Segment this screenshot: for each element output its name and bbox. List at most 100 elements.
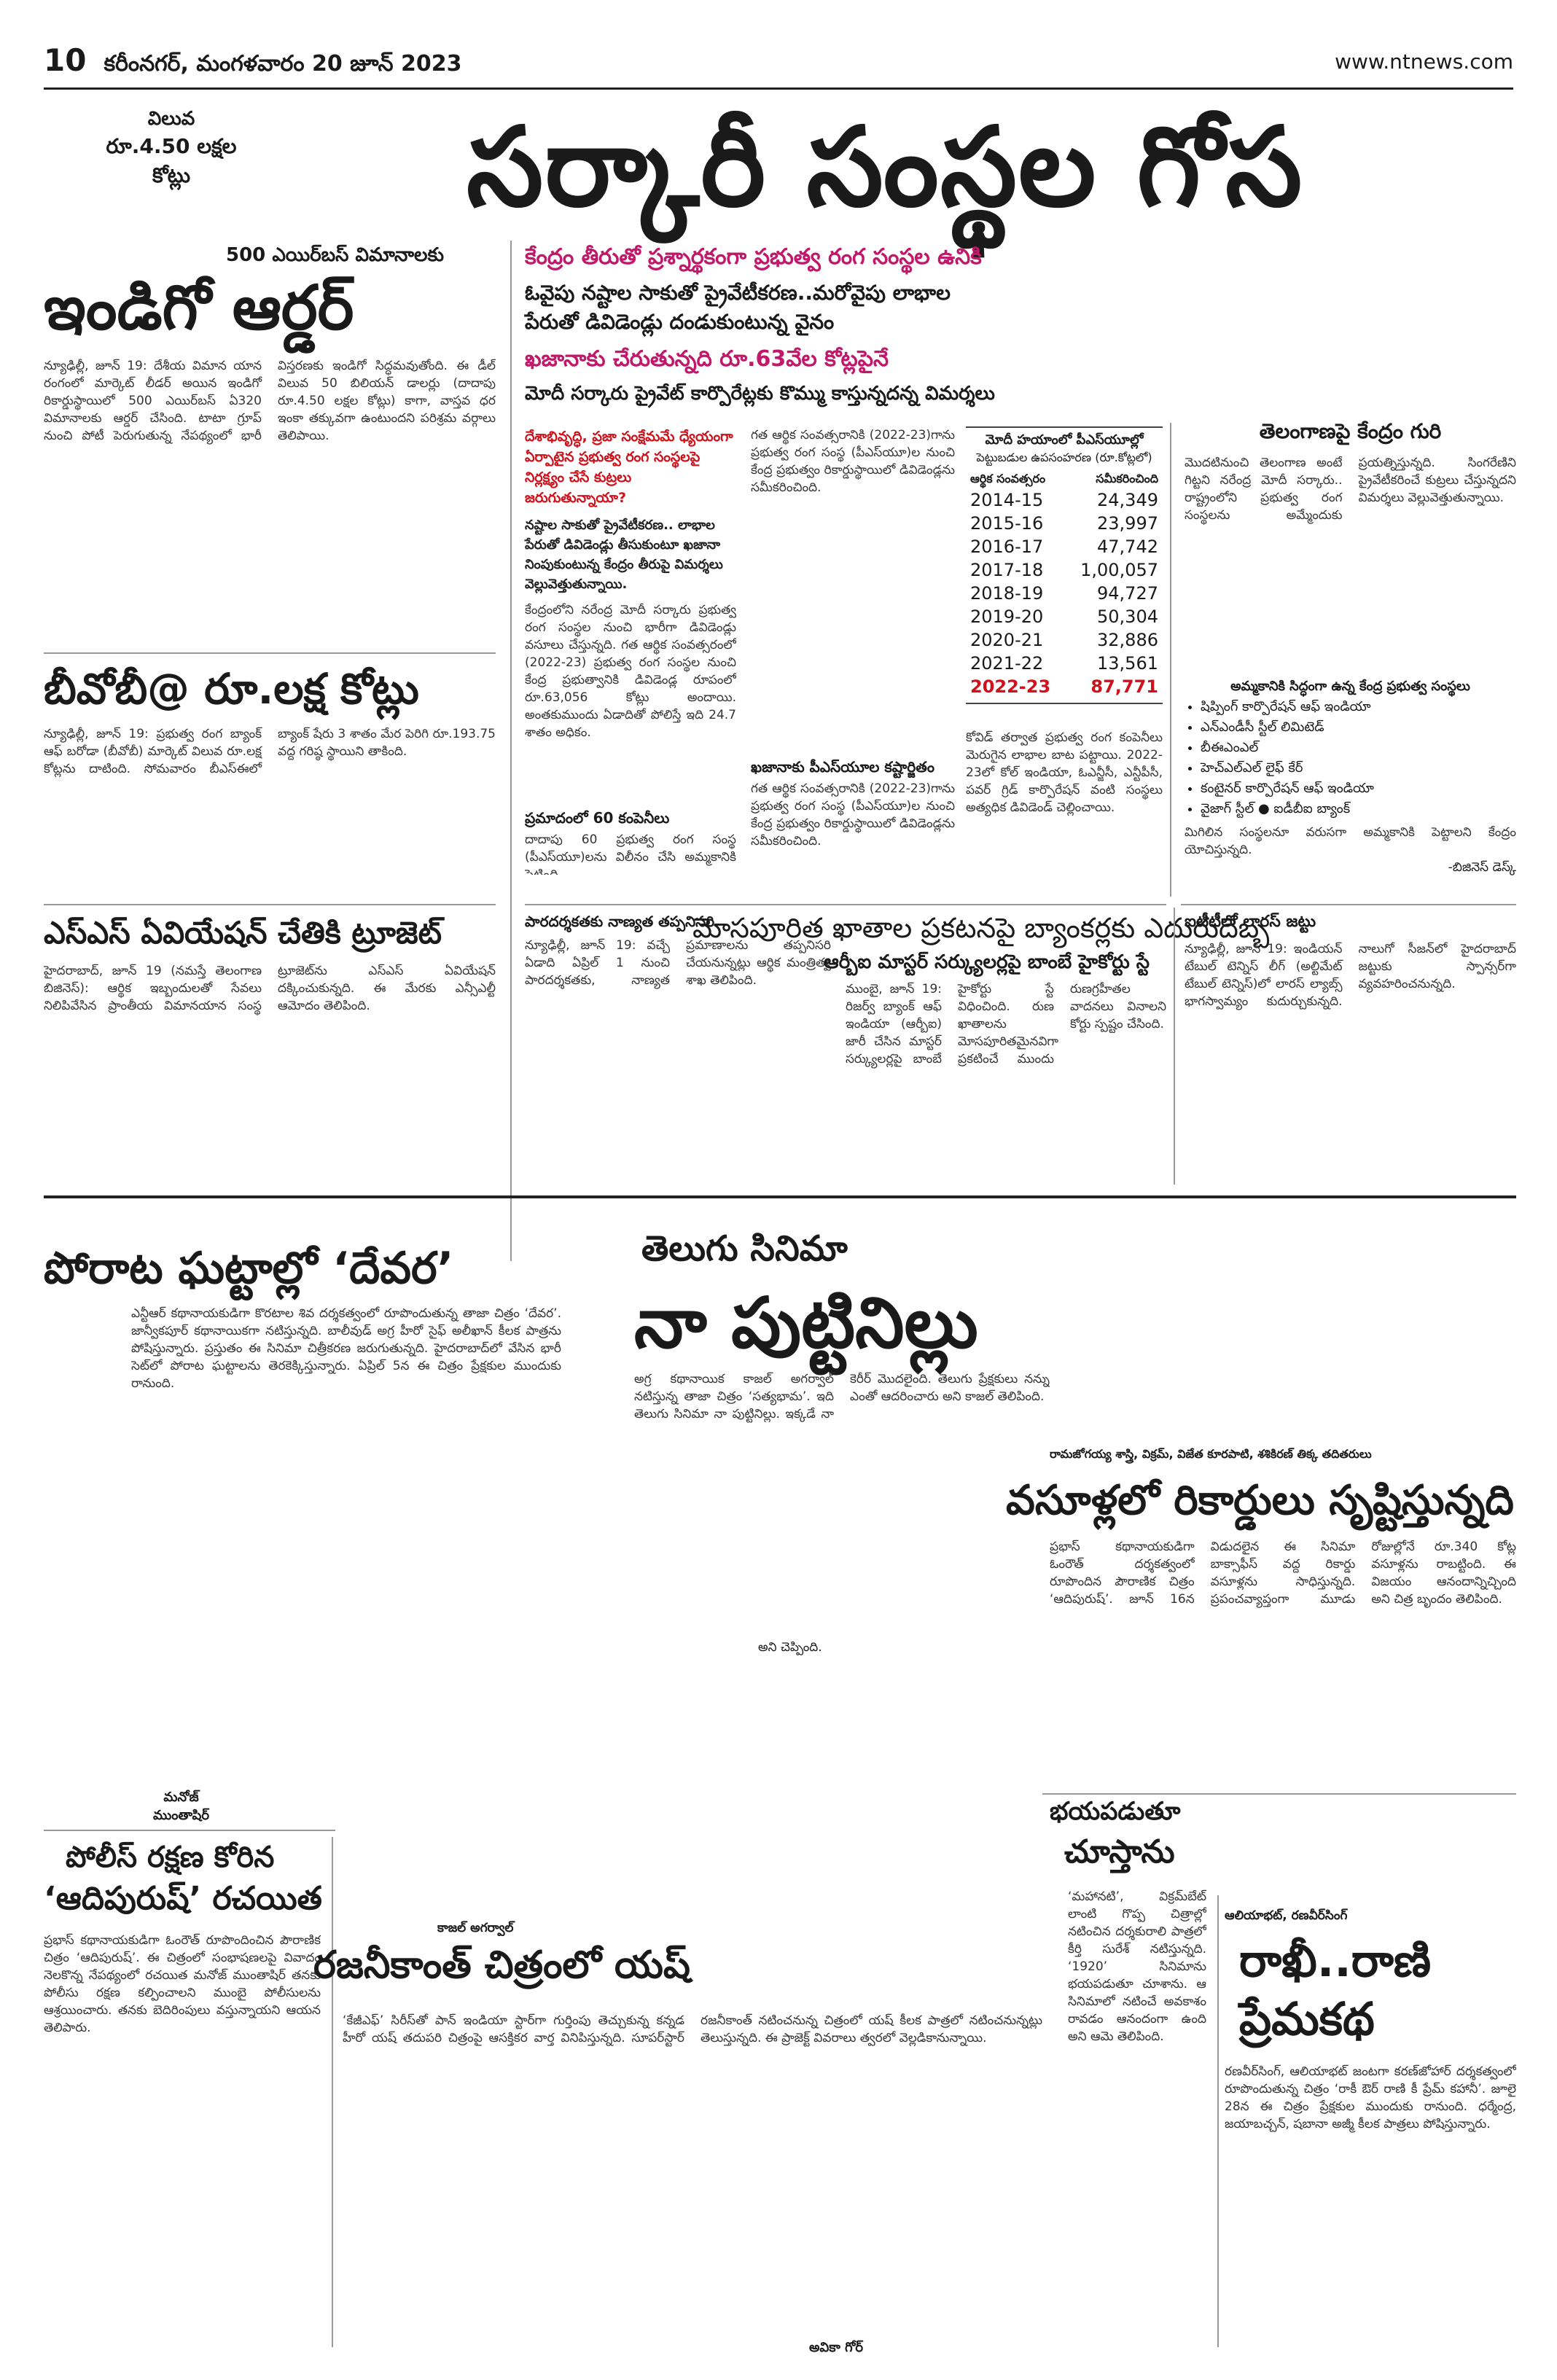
main-sub4: మోదీ సర్కారు ప్రైవేట్ కార్పొరేట్లకు కొమ్…: [525, 383, 995, 405]
police-body: ప్రభాస్ కథానాయకుడిగా ఓంరౌత్ రూపొందించిన …: [44, 1933, 321, 2035]
masthead-rule: [44, 87, 1513, 90]
column-rule: [332, 1837, 333, 2347]
value-cell: 94,727: [1097, 583, 1158, 604]
year-cell: 2021-22: [970, 653, 1044, 674]
year-cell: 2022-23: [970, 676, 1051, 697]
table-row: 2020-21 32,886: [966, 628, 1163, 652]
list-item: కంటైనర్ కార్పొరేషన్ ఆఫ్ ఇండియా: [1201, 779, 1516, 799]
police-byline1: మనోజ్: [163, 1790, 199, 1805]
value-cell: 32,886: [1097, 630, 1158, 650]
column-rule: [1170, 423, 1171, 897]
telangana-body: మొదటినుంచి తెలంగాణ అంటే గిట్టని నరేంద్ర …: [1185, 456, 1516, 523]
list-item: షిప్పింగ్ కార్పొరేషన్ ఆఫ్ ఇండియా: [1201, 697, 1516, 717]
psu-list: షిప్పింగ్ కార్పొరేషన్ ఆఫ్ ఇండియాఎన్ఎండీస…: [1185, 697, 1516, 819]
rocky-byline: ఆలియాభట్, రణవీర్‌సింగ్: [1225, 1908, 1348, 1923]
telangana-headline: తెలంగాణపై కేంద్రం గురి: [1259, 419, 1442, 443]
divider: [44, 1830, 335, 1831]
police-headline2: ‘ఆదిపురుష్’ రచయిత: [44, 1880, 322, 1917]
column-rule: [510, 241, 512, 1261]
collections-headline: వసూళ్లలో రికార్డులు సృష్టిస్తున్నది: [1006, 1477, 1514, 1524]
police-headline1: పోలీస్ రక్షణ కోరిన: [66, 1841, 275, 1874]
value-cell: 1,00,057: [1080, 560, 1158, 580]
rbi-kicker: పారదర్శకతకు నాణ్యత తప్పనిసరి: [525, 913, 715, 930]
website-link[interactable]: www.ntnews.com: [1335, 50, 1513, 74]
indigo-body: న్యూఢిల్లీ, జూన్ 19: దేశీయ విమాన యాన రంగ…: [44, 359, 496, 443]
main-lead-red: దేశాభివృద్ధి, ప్రజా సంక్షేమమే ధ్యేయంగా ఏ…: [525, 429, 733, 506]
table-title2: పెట్టుబడుల ఉపసంహరణ (రూ.కోట్లలో): [976, 450, 1152, 464]
table-row: 2022-23 87,771: [966, 675, 1163, 698]
list-item: బీఈఎంఎల్: [1201, 738, 1516, 758]
chusthanu-byline: అవికా గోర్: [809, 2340, 864, 2355]
telugu-headline: నా పుట్టినిల్లు: [634, 1282, 978, 1364]
police-byline: మనోజ్ ముంతాషిర్: [153, 1790, 209, 1826]
main-box-60: ప్రమాదంలో 60 కంపెనీలు: [525, 809, 670, 827]
year-cell: 2015-16: [970, 513, 1044, 534]
table-row: 2017-18 1,00,057: [966, 558, 1163, 582]
chusthanu-body: ‘మహానటి’, విక్రమ్‌బేట్ లాంటి గొప్ప చిత్ర…: [1068, 1889, 1206, 2044]
table-row: 2016-17 47,742: [966, 535, 1163, 558]
rbi-headline-text: మోసపూరిత ఖాతాల ప్రకటనపై బ్యాంకర్లకు ఎదుర…: [692, 912, 1270, 944]
value-cell: 24,349: [1097, 490, 1158, 510]
table-header: ఆర్థిక సంవత్సరం సమీకరించింది: [966, 472, 1163, 488]
table-row: 2018-19 94,727: [966, 582, 1163, 605]
year-cell: 2014-15: [970, 490, 1044, 510]
main-body: కేంద్రంలోని నరేంద్ర మోదీ సర్కారు ప్రభుత్…: [525, 603, 736, 740]
sns-body: హైదరాబాద్, జూన్ 19 (నమస్తే తెలంగాణ బిజిన…: [44, 964, 496, 1013]
indigo-value-box: విలువ రూ.4.50 లక్షల కోట్లు: [87, 108, 255, 192]
bob-body: న్యూఢిల్లీ, జూన్ 19: ప్రభుత్వ రంగ బ్యాంక…: [44, 727, 496, 776]
main-sub2: పేరుతో డివిడెండ్లు దండుకుంటున్న వైనం: [525, 310, 835, 334]
telangana-tail: మిగిలిన సంస్థలనూ వరుసగా అమ్మకానికి పెట్ట…: [1185, 825, 1516, 857]
chusthanu-headline: చూస్తాను: [1064, 1833, 1175, 1870]
telangana-byline: -బిజినెస్ డెస్క్: [1448, 860, 1516, 875]
table-row: 2019-20 50,304: [966, 605, 1163, 628]
main-body-col3: కోవిడ్ తర్వాత ప్రభుత్వ రంగ కంపెనీలు మెరు…: [966, 730, 1163, 815]
year-cell: 2018-19: [970, 583, 1044, 604]
rbi-body2: ముంబై, జూన్ 19: రిజర్వ్ బ్యాంక్ ఆఫ్ ఇండి…: [846, 982, 1166, 1066]
value-cell: 47,742: [1097, 537, 1158, 557]
disinvestment-table: మోదీ హయాంలో పీఎస్‌యూల్లో పెట్టుబడుల ఉపసం…: [966, 426, 1163, 704]
main-lead-column: దేశాభివృద్ధి, ప్రజా సంక్షేమమే ధ్యేయంగా ఏ…: [525, 426, 736, 813]
main-box-60-body: దాదాపు 60 ప్రభుత్వ రంగ సంస్థ (పీఎస్‌యూ)ల…: [525, 832, 736, 875]
rocky-body: రణవీర్‌సింగ్, ఆలియాభట్ జంటగా కరణ్‌జోహార్…: [1225, 2064, 1516, 2131]
list-item: ఎన్ఎండీసీ స్టీల్ లిమిటెడ్: [1201, 717, 1516, 738]
divider: [525, 904, 1166, 905]
devara-body: ఎన్టీఆర్ కథానాయకుడిగా కొరటాల శివ దర్శకత్…: [131, 1306, 561, 1391]
table-row: 2014-15 24,349: [966, 488, 1163, 512]
value-label: విలువ: [147, 108, 195, 130]
value-cell: 50,304: [1097, 606, 1158, 627]
chusthanu-kicker: భయపడుతూ: [1050, 1797, 1181, 1826]
column-rule: [1174, 908, 1175, 1185]
year-cell: 2017-18: [970, 560, 1044, 580]
devara-headline: పోరాట ఘట్టాల్లో ‘దేవర’: [44, 1243, 454, 1294]
rocky-headline1: రాఖీ..రాణి: [1239, 1934, 1432, 1987]
year-cell: 2019-20: [970, 606, 1044, 627]
laurus-body: న్యూఢిల్లీ, జూన్ 19: ఇండియన్ టేబుల్ టెన్…: [1185, 942, 1516, 1009]
list-title: అమ్మకానికి సిద్ధంగా ఉన్న కేంద్ర ప్రభుత్వ…: [1230, 679, 1470, 694]
list-item: వైజాగ్ స్టీల్ ● ఐడీబీఐ బ్యాంక్: [1201, 799, 1516, 819]
rbi-body: న్యూఢిల్లీ, జూన్ 19: వచ్చే ఏడాది ఏప్రిల్…: [525, 938, 831, 988]
column-rule: [1217, 1895, 1219, 2347]
main-box-bottom-body: గత ఆర్థిక సంవత్సరానికి (2022-23)గాను ప్ర…: [751, 781, 955, 846]
year-cell: 2016-17: [970, 537, 1044, 557]
year-cell: 2020-21: [970, 630, 1044, 650]
divider: [1042, 1793, 1516, 1795]
col-year: ఆర్థిక సంవత్సరం: [970, 472, 1046, 485]
collections-kicker: రామజోగయ్య శాస్త్రి, విక్రమ్, విజేత కూరపా…: [1050, 1447, 1372, 1461]
main-headline: సర్కారీ సంస్థల గోస: [467, 104, 1304, 231]
value-cell: 87,771: [1090, 676, 1158, 697]
collections-body: ప్రభాస్ కథానాయకుడిగా ఓంరౌత్ దర్శకత్వంలో …: [1050, 1540, 1516, 1607]
divider: [44, 904, 496, 905]
sns-headline: ఎస్ఎస్ ఏవియేషన్ చేతికి ట్రూజెట్: [44, 915, 442, 951]
col-value: సమీకరించింది: [1096, 472, 1158, 485]
main-subhead-magenta: కేంద్రం తీరుతో ప్రశ్నార్థకంగా ప్రభుత్వ ర…: [525, 244, 982, 270]
list-item: హెచ్ఎల్ఎల్ లైఫ్ కేర్: [1201, 758, 1516, 779]
telugu-body: అగ్ర కథానాయిక కాజల్ అగర్వాల్ నటిస్తున్న …: [634, 1372, 1050, 1421]
rbi-subhead: ఆర్బీఐ మాస్టర్ సర్క్యులర్లపై బాంబే హైకోర…: [824, 951, 1150, 973]
page-folio: 10 కరీంనగర్, మంగళవారం 20 జూన్ 2023: [44, 42, 462, 82]
telugu-byline: అని చెప్పింది.: [758, 1640, 822, 1655]
telugu-kicker: తెలుగు సినిమా: [641, 1228, 848, 1269]
laurus-headline: ఐటీటీలో లారస్ జట్టు: [1185, 913, 1316, 931]
yash-byline: కాజల్ అగర్వాల్: [437, 1921, 514, 1935]
